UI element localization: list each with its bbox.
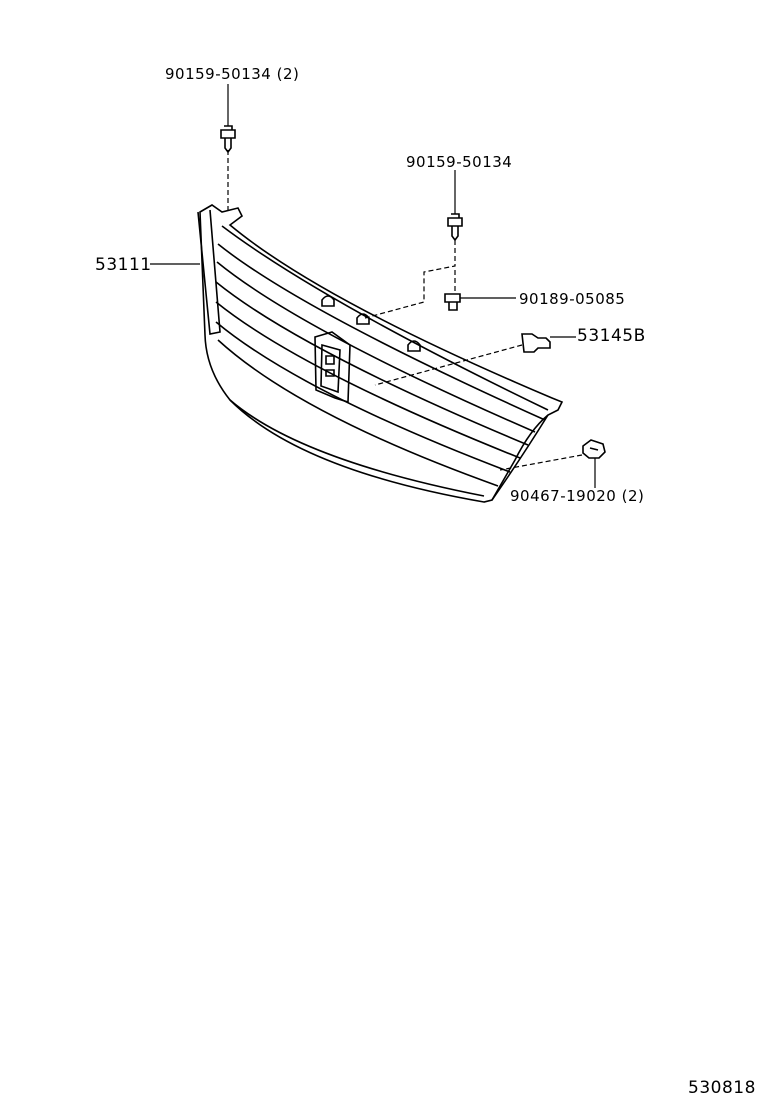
part-label-nut: 90189-05085	[519, 290, 626, 308]
emblem	[314, 331, 351, 404]
diagram-number: 530818	[688, 1078, 756, 1098]
part-label-clip: 90467-19020 (2)	[510, 487, 645, 505]
radiator-grille	[197, 204, 564, 503]
bolt-icon	[220, 125, 236, 154]
bolt-icon	[447, 213, 463, 242]
part-label-bolt-top-right: 90159-50134	[406, 153, 513, 171]
bracket-icon	[521, 333, 551, 353]
nut-icon	[444, 293, 461, 311]
part-label-bracket: 53145B	[577, 326, 646, 346]
clip-icon	[582, 439, 606, 459]
leader-lines	[150, 84, 596, 488]
part-label-grille: 53111	[95, 255, 152, 275]
part-label-bolt-top-left: 90159-50134 (2)	[165, 65, 300, 83]
